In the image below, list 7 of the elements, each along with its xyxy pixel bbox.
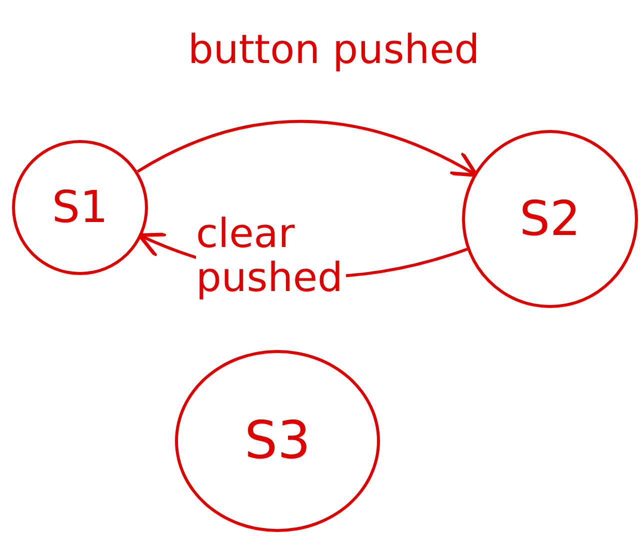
arrow <box>136 120 478 177</box>
state-circle <box>462 130 638 308</box>
state-circle <box>175 350 380 532</box>
state-name: S3 <box>244 411 311 471</box>
state-name: S1 <box>52 182 108 233</box>
state-circle <box>12 140 148 275</box>
state-name: S2 <box>519 191 580 247</box>
